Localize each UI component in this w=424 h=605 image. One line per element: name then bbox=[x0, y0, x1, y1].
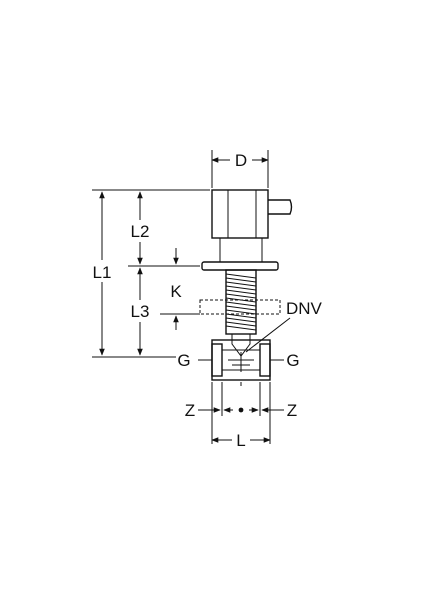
wall-line-dashed bbox=[199, 299, 281, 315]
lever-stub bbox=[268, 199, 293, 215]
label-g-left: G bbox=[177, 351, 190, 370]
label-k: K bbox=[170, 282, 182, 301]
label-dnv: DNV bbox=[286, 299, 323, 318]
label-l3: L3 bbox=[131, 302, 150, 321]
dimension-z bbox=[198, 382, 284, 444]
dimension-d bbox=[211, 149, 269, 188]
thread-lines bbox=[225, 273, 257, 331]
centerline bbox=[238, 382, 244, 413]
valve-cap bbox=[211, 189, 269, 239]
label-z-right: Z bbox=[287, 401, 297, 420]
dimension-k bbox=[160, 248, 200, 330]
dimension-l1 bbox=[84, 191, 118, 356]
label-z-left: Z bbox=[185, 401, 195, 420]
label-l1: L1 bbox=[93, 263, 112, 282]
leader-dnv bbox=[245, 317, 291, 353]
label-d: D bbox=[235, 151, 247, 170]
flange bbox=[201, 238, 279, 271]
label-l2: L2 bbox=[131, 222, 150, 241]
dimension-l2 bbox=[124, 191, 156, 265]
dimension-l3 bbox=[124, 267, 156, 356]
dimension-l bbox=[211, 429, 271, 451]
label-l: L bbox=[236, 431, 245, 450]
valve-body bbox=[211, 334, 271, 381]
label-g-right: G bbox=[286, 351, 299, 370]
extension-lines bbox=[92, 189, 210, 358]
threaded-stem bbox=[225, 269, 257, 335]
